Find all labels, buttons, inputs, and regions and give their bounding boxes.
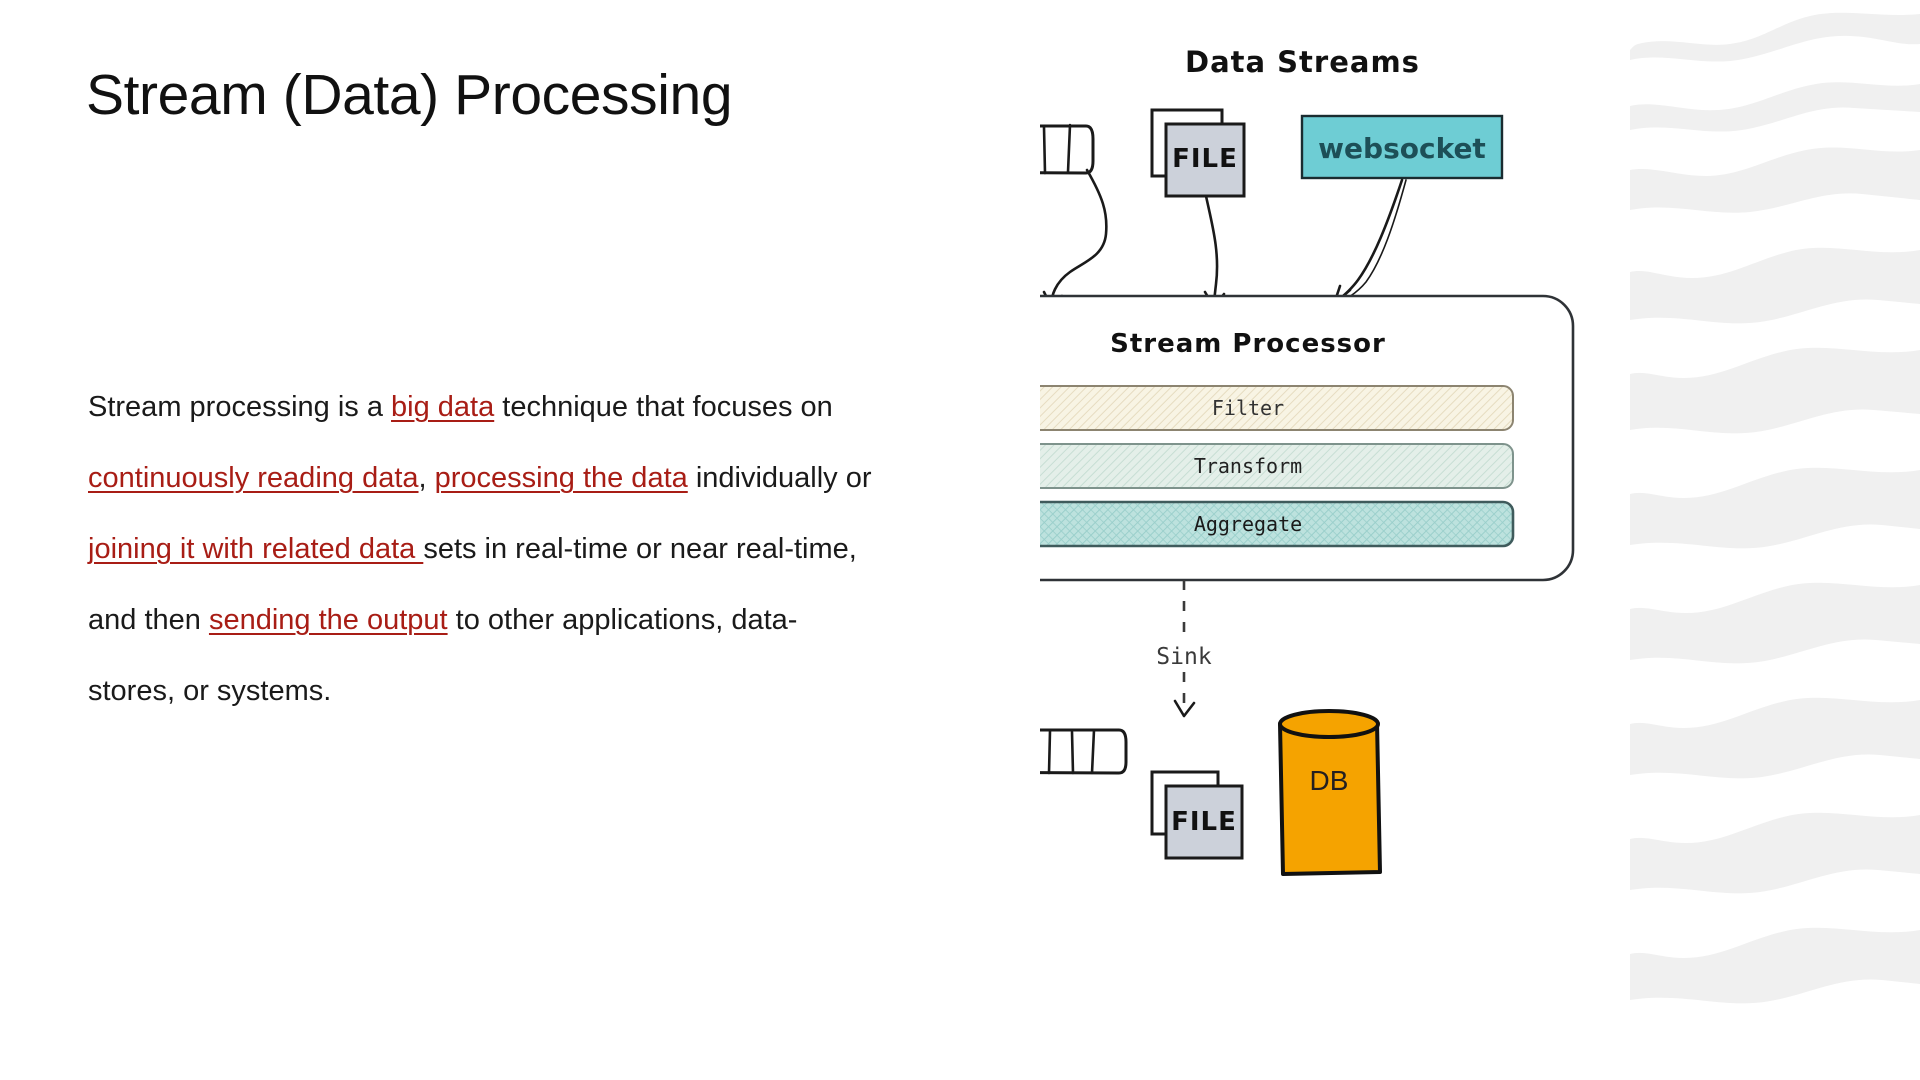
- processor-stage-aggregate-label: Aggregate: [1194, 512, 1302, 536]
- input-queue-shape: [1040, 123, 1095, 175]
- processor-stage-filter[interactable]: Filter: [1040, 385, 1514, 431]
- diagram-header-data-streams: Data Streams: [1185, 45, 1420, 79]
- link-big-data[interactable]: big data: [391, 391, 495, 423]
- body-paragraph: Stream processing is a big data techniqu…: [88, 372, 878, 727]
- link-joining-it-with-related-data[interactable]: joining it with related data: [88, 533, 424, 565]
- stream-processor-container: Stream Processor Filter Transform Aggreg…: [1040, 294, 1575, 582]
- output-queue-shape: [1040, 728, 1128, 775]
- processor-stage-transform-label: Transform: [1194, 454, 1302, 478]
- output-database-cylinder: DB: [1278, 709, 1382, 876]
- output-file-label: FILE: [1171, 807, 1237, 837]
- source-file-label: FILE: [1172, 144, 1238, 174]
- paragraph-text-segment-4: individually or: [687, 462, 872, 494]
- source-file-icon: FILE: [1150, 108, 1246, 198]
- output-database-label: DB: [1310, 765, 1349, 796]
- arrow-file-to-processor: [1204, 194, 1219, 309]
- processor-stage-transform[interactable]: Transform: [1040, 443, 1514, 489]
- paragraph-text-segment-2: technique that focuses on: [494, 391, 833, 423]
- link-continuously-reading-data[interactable]: continuously reading data: [88, 462, 419, 494]
- sink-label: Sink: [1156, 644, 1212, 670]
- processor-stage-filter-label: Filter: [1212, 396, 1284, 420]
- page-title: Stream (Data) Processing: [86, 63, 733, 127]
- paragraph-text-segment-3: ,: [418, 462, 435, 494]
- paragraph-text-segment-1: Stream processing is a: [88, 391, 392, 423]
- source-websocket-box: websocket: [1300, 114, 1504, 180]
- arrow-queue-to-processor: [1050, 168, 1108, 310]
- stream-processing-diagram: Data Streams FILE: [1040, 0, 1920, 1080]
- source-websocket-label: websocket: [1318, 132, 1486, 165]
- arrow-websocket-to-processor: [1332, 178, 1404, 306]
- paragraph-text-segment-6: to other applications, data-stores, or s…: [88, 604, 798, 707]
- sink-connector: Sink: [1156, 580, 1212, 718]
- paragraph-text-segment-5: sets in real-time or near real-time, and…: [88, 533, 857, 636]
- stream-processor-title: Stream Processor: [1110, 329, 1386, 359]
- link-processing-the-data[interactable]: processing the data: [434, 462, 688, 494]
- link-sending-the-output[interactable]: sending the output: [208, 604, 448, 636]
- output-file-icon: FILE: [1150, 770, 1244, 860]
- processor-stage-aggregate[interactable]: Aggregate: [1040, 500, 1515, 548]
